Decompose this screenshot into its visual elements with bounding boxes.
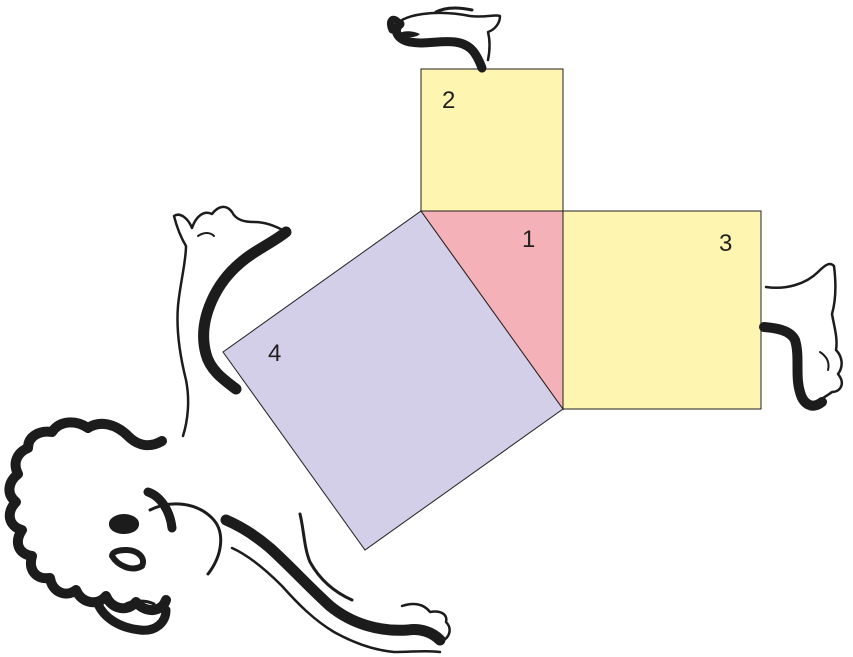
lower-arm-icon xyxy=(220,512,451,654)
top-foot-icon xyxy=(386,6,502,73)
top-square xyxy=(420,68,564,212)
right-triangle xyxy=(420,210,564,411)
right-foot-icon xyxy=(759,262,843,411)
label-top-square: 2 xyxy=(442,87,455,114)
upper-arm-icon xyxy=(172,205,292,438)
label-triangle: 1 xyxy=(522,226,535,253)
right-square xyxy=(562,210,762,410)
label-right-square: 3 xyxy=(719,230,732,257)
label-hypotenuse-square: 4 xyxy=(268,340,281,367)
head-icon xyxy=(4,417,223,635)
cartwheeling-figure-icon xyxy=(4,6,843,654)
